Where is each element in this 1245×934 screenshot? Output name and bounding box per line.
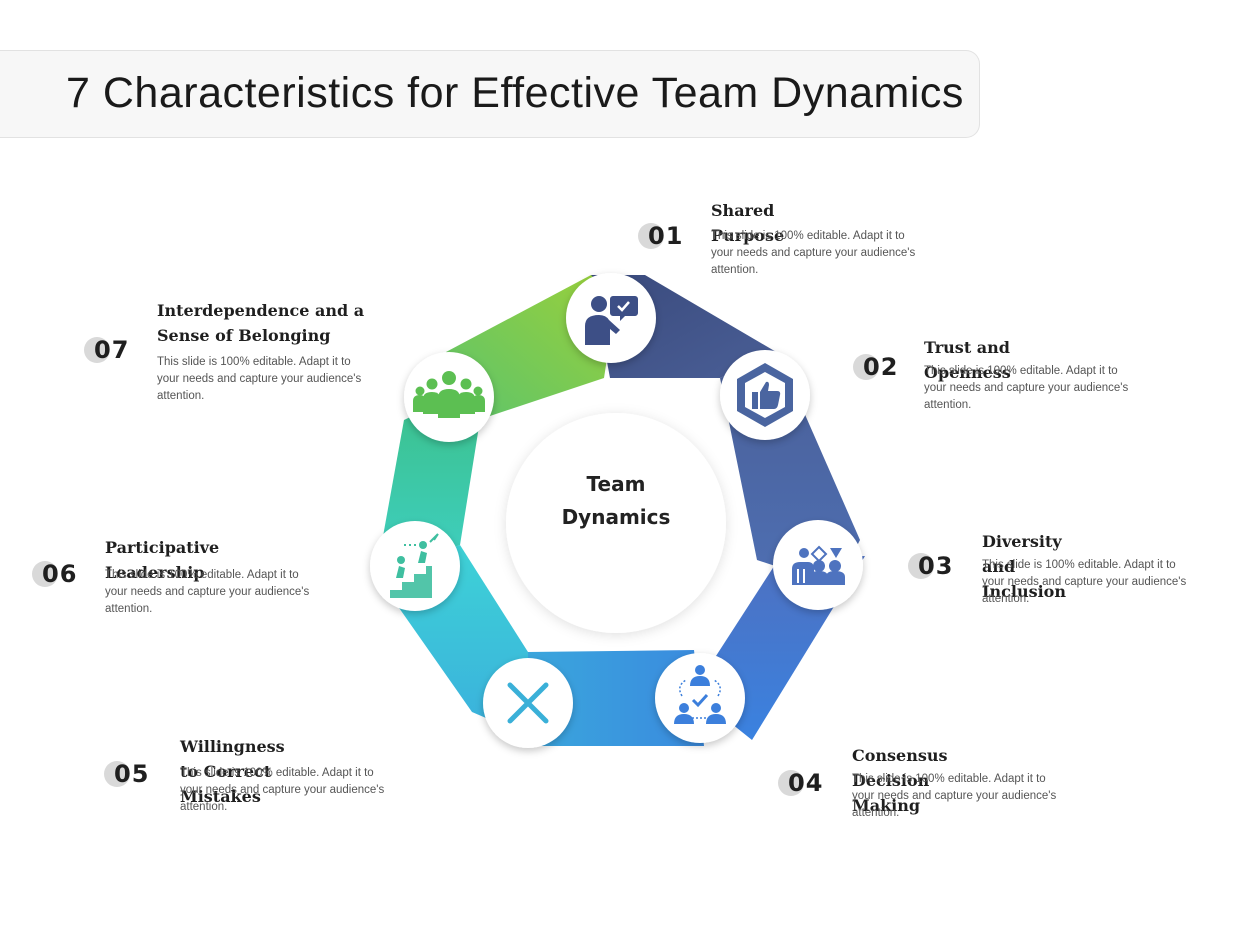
icon-node-06: [370, 521, 460, 611]
icon-node-02: [720, 350, 810, 440]
center-circle: [506, 413, 726, 633]
segment-04-05: [528, 650, 704, 746]
diverse-people-icon: [792, 545, 845, 585]
climbing-team-icon: [390, 533, 439, 598]
item-title-06: Participative Leadership: [105, 538, 220, 582]
item-title-04: Consensus Decision Making: [852, 746, 948, 815]
person-approval-icon: [585, 296, 638, 345]
number-badge-04: 04: [778, 768, 838, 798]
number-badge-07: 07: [84, 335, 144, 365]
number-badge-01: 01: [638, 221, 698, 251]
item-title-02: Trust and Openness: [924, 338, 1011, 382]
item-desc-04: This slide is 100% editable. Adapt it to…: [852, 773, 1057, 819]
number-badge-05: 05: [104, 759, 164, 789]
cross-mark-icon: [507, 682, 549, 724]
icon-node-07: [404, 352, 494, 442]
icon-node-04: [655, 653, 745, 743]
icon-node-01: [566, 273, 656, 363]
page-title: 7 Characteristics for Effective Team Dyn…: [66, 69, 964, 117]
number-badge-06: 06: [32, 559, 92, 589]
center-label: Team Dynamics: [506, 468, 726, 534]
thumbs-up-hexagon-icon: [737, 363, 793, 427]
item-title-05: Willingness to Correct Mistakes: [180, 737, 285, 806]
number-badge-03: 03: [908, 551, 968, 581]
group-consensus-icon: [674, 665, 726, 724]
crowd-people-icon: [413, 371, 485, 418]
title-bar: 7 Characteristics for Effective Team Dyn…: [0, 50, 980, 138]
item-desc-05: This slide is 100% editable. Adapt it to…: [180, 767, 385, 813]
item-title-07: Interdependence and a Sense of Belonging: [157, 301, 365, 345]
item-title-03: Diversity and Inclusion: [982, 532, 1066, 601]
item-desc-06: This slide is 100% editable. Adapt it to…: [105, 569, 310, 615]
item-desc-01: This slide is 100% editable. Adapt it to…: [711, 230, 916, 276]
icon-node-03: [773, 520, 863, 610]
item-desc-03: This slide is 100% editable. Adapt it to…: [982, 559, 1187, 605]
center-label-line2: Dynamics: [561, 505, 671, 529]
number-badge-02: 02: [853, 352, 913, 382]
item-title-01: Shared Purpose: [711, 201, 785, 245]
center-label-line1: Team: [586, 472, 646, 496]
item-desc-07: This slide is 100% editable. Adapt it to…: [157, 356, 362, 402]
icon-node-05: [483, 658, 573, 748]
item-desc-02: This slide is 100% editable. Adapt it to…: [924, 365, 1129, 411]
